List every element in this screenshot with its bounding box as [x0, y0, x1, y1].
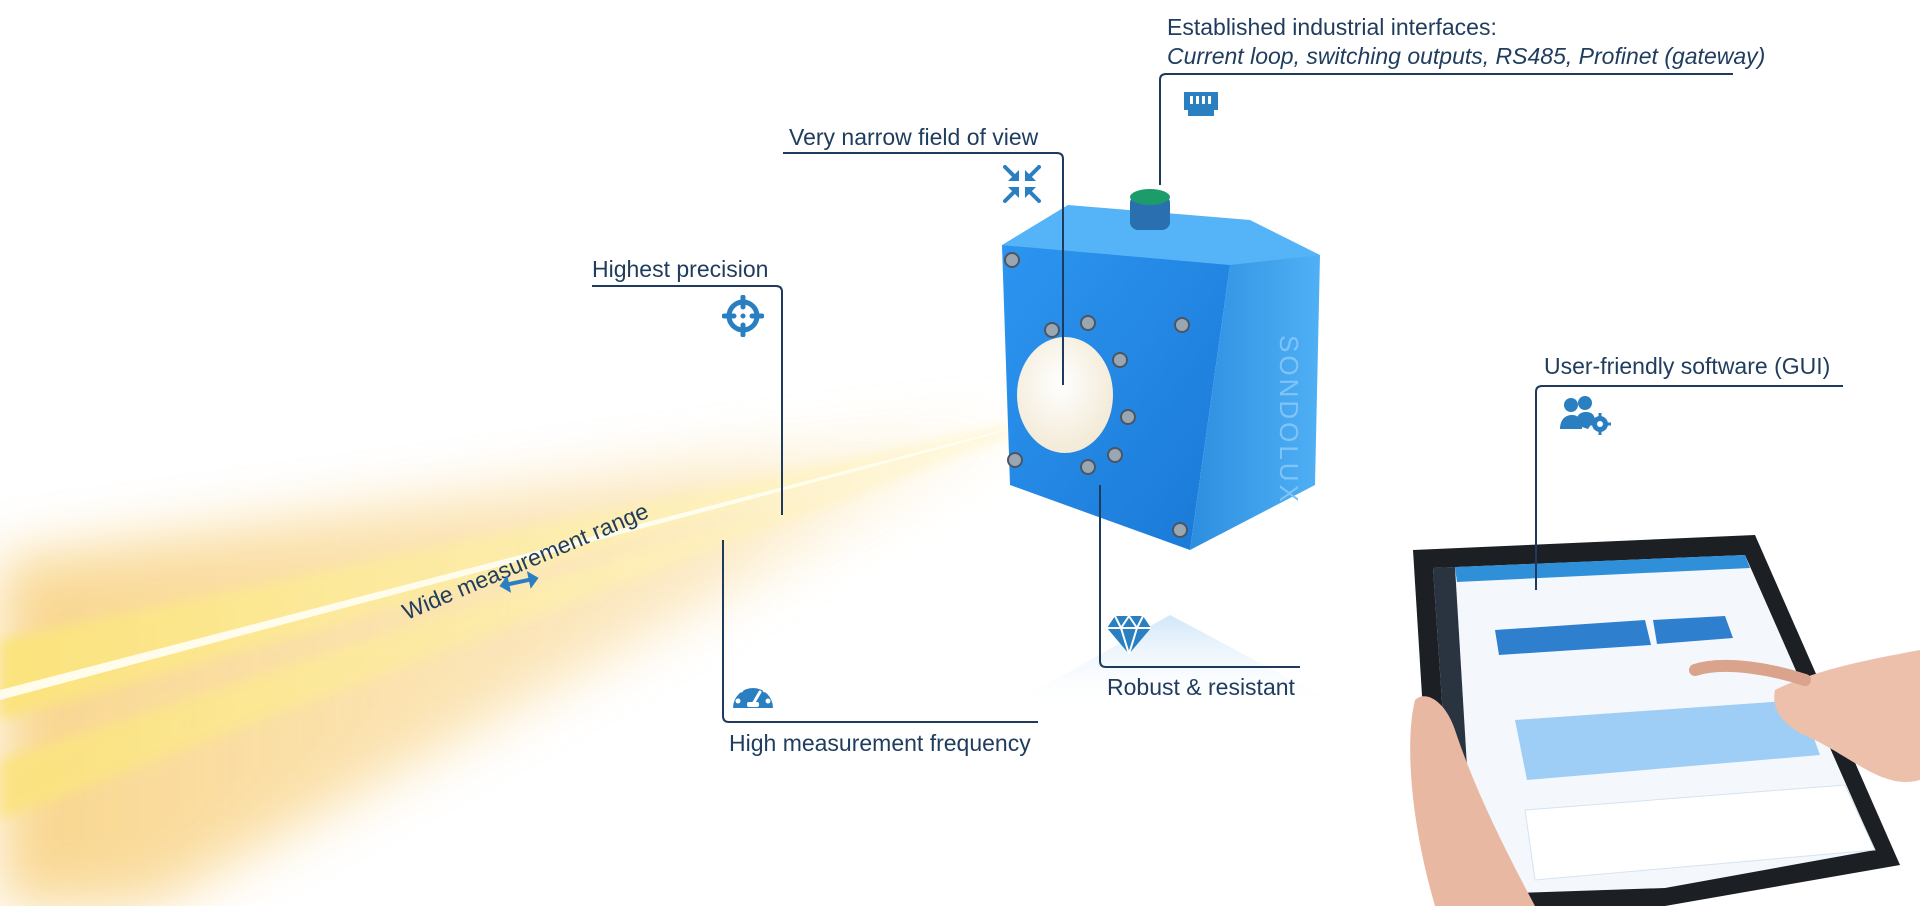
device-reflection: [1010, 615, 1320, 710]
svg-text:SONDOLUX: SONDOLUX: [1274, 335, 1304, 505]
compress-arrows-icon: [1003, 165, 1041, 203]
precision-label: Highest precision: [592, 256, 769, 282]
interfaces-detail: Current loop, switching outputs, RS485, …: [1167, 43, 1766, 69]
users-gear-icon: [1560, 396, 1611, 435]
gui-label: User-friendly software (GUI): [1544, 353, 1831, 379]
ethernet-port-icon: [1184, 92, 1218, 116]
narrow-fov-label: Very narrow field of view: [789, 124, 1039, 150]
sensor-device: SONDOLUX: [1002, 189, 1320, 550]
interfaces-title: Established industrial interfaces:: [1167, 14, 1497, 40]
gem-icon: [1107, 614, 1151, 655]
frequency-label: High measurement frequency: [729, 730, 1031, 756]
tachometer-icon: [733, 681, 773, 708]
tablet-device: [1410, 535, 1920, 906]
crosshairs-icon: [722, 295, 764, 337]
horizontal-arrows-icon: [499, 571, 539, 593]
robust-label: Robust & resistant: [1107, 674, 1295, 700]
